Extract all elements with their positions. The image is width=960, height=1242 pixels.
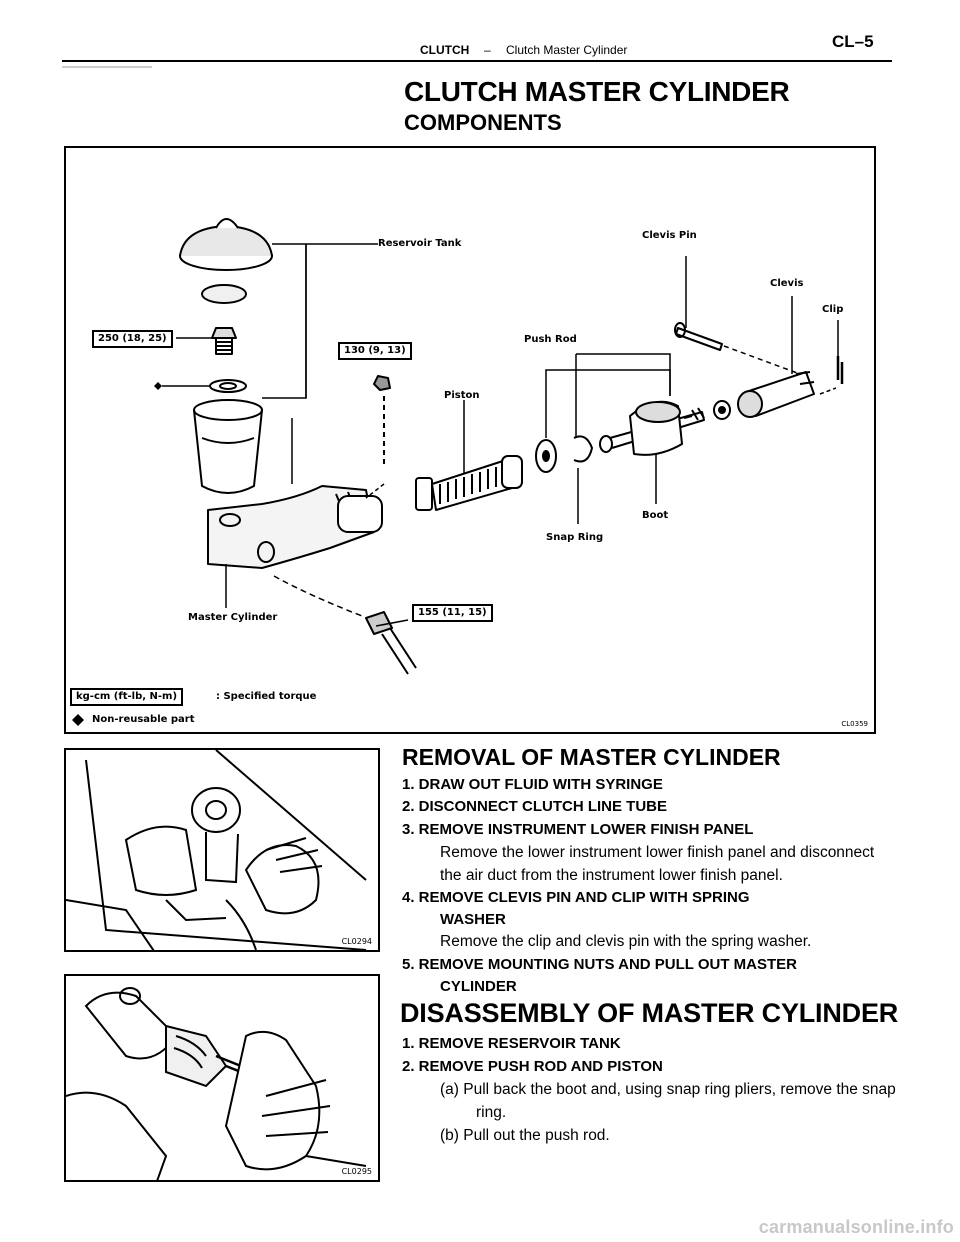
legend-nonreusable: Non-reusable part [92,714,195,725]
components-heading: COMPONENTS [404,110,562,135]
label-clevis-pin: Clevis Pin [642,230,697,241]
legend-unit-box: kg-cm (ft-lb, N-m) [70,688,184,706]
disassembly-photo-drawing [66,987,367,1180]
label-master-cylinder: Master Cylinder [188,612,278,623]
label-boot: Boot [642,510,669,521]
label-clip: Clip [822,304,844,315]
removal-step-3: 3. REMOVE INSTRUMENT LOWER FINISH PANEL [402,821,754,838]
disassembly-heading: DISASSEMBLY OF MASTER CYLINDER [400,998,899,1028]
legend-unit-desc: : Specified torque [216,691,317,702]
page-number: CL–5 [832,32,874,51]
label-piston: Piston [444,390,480,401]
removal-step-4-body: Remove the clip and clevis pin with the … [440,933,812,950]
header-subsection: Clutch Master Cylinder [506,43,628,57]
removal-step-5-cont: CYLINDER [440,978,517,995]
torque-250: 250 (18, 25) [92,330,173,348]
disassembly-step-2: 2. REMOVE PUSH ROD AND PISTON [402,1058,663,1075]
watermark: carmanualsonline.info [758,1217,954,1237]
disassembly-photo: CL0295 [64,974,380,1182]
photo1-code: CL0294 [341,937,372,946]
disassembly-step-2a-cont: ring. [476,1104,507,1121]
torque-130: 130 (9, 13) [338,342,412,360]
disassembly-step-2b: (b) Pull out the push rod. [440,1127,610,1144]
removal-heading: REMOVAL OF MASTER CYLINDER [402,744,781,770]
removal-step-1: 1. DRAW OUT FLUID WITH SYRINGE [402,776,663,793]
label-snap-ring: Snap Ring [546,532,604,543]
removal-step-3-body-1: Remove the lower instrument lower finish… [440,844,875,861]
label-push-rod: Push Rod [524,334,577,345]
components-diagram: Reservoir Tank Clevis Pin Clevis Clip Pu… [64,146,876,734]
header-fade-line [62,66,152,68]
removal-step-4: 4. REMOVE CLEVIS PIN AND CLIP WITH SPRIN… [402,889,750,906]
figure-code: CL0359 [841,720,868,728]
label-reservoir-tank: Reservoir Tank [378,238,462,249]
disassembly-step-1: 1. REMOVE RESERVOIR TANK [402,1035,621,1052]
removal-step-2: 2. DISCONNECT CLUTCH LINE TUBE [402,798,668,815]
header-rule [62,60,892,62]
header-section: CLUTCH [420,43,470,57]
removal-step-4-cont: WASHER [440,911,506,928]
removal-step-3-body-2: the air duct from the instrument lower f… [440,867,783,884]
label-clevis: Clevis [770,278,804,289]
torque-155: 155 (11, 15) [412,604,493,622]
removal-photo: CL0294 [64,748,380,952]
disassembly-step-2a: (a) Pull back the boot and, using snap r… [440,1081,896,1098]
page-title: CLUTCH MASTER CYLINDER [404,76,790,107]
photo2-code: CL0295 [341,1167,372,1176]
exploded-view-drawing [72,218,844,726]
removal-photo-drawing [66,750,367,950]
removal-step-5: 5. REMOVE MOUNTING NUTS AND PULL OUT MAS… [402,956,798,973]
header-separator: – [484,43,491,57]
